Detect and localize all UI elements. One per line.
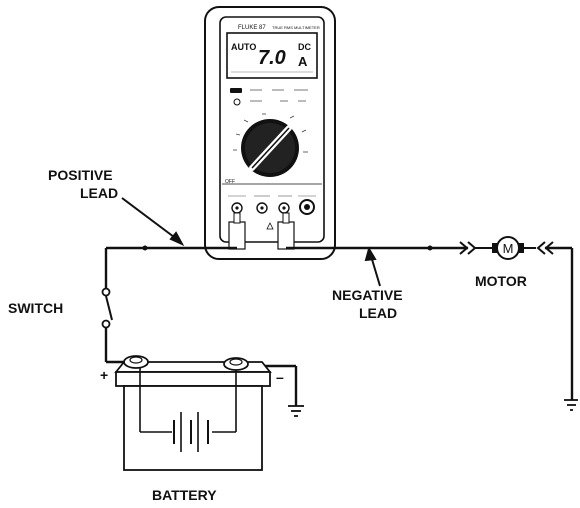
- battery-cells-icon: [173, 412, 209, 452]
- lcd-reading: 7.0: [258, 47, 286, 69]
- circuit-wires: [104, 246, 574, 406]
- negative-lead-label-line1: NEGATIVE: [332, 287, 403, 303]
- positive-terminal-sign: +: [100, 367, 108, 383]
- motor-icon: M: [492, 236, 524, 260]
- meter-button[interactable]: [230, 88, 242, 93]
- switch-label: SWITCH: [8, 300, 63, 316]
- ground-icon: [564, 399, 578, 411]
- rotary-dial-icon[interactable]: [241, 119, 299, 177]
- lcd-mode: AUTO: [231, 42, 256, 52]
- label-arrows: [121, 197, 381, 287]
- dial-off-mark: OFF: [225, 179, 235, 185]
- positive-lead-label-line1: POSITIVE: [48, 167, 113, 183]
- connector-icon: [459, 241, 572, 255]
- lcd-unit-top: DC: [298, 42, 311, 52]
- meter-subtitle: TRUE RMS MULTIMETER: [272, 25, 320, 30]
- lcd-unit: A: [298, 54, 308, 69]
- input-jacks: [228, 195, 316, 230]
- meter-probes: [228, 212, 295, 250]
- positive-lead-label-line2: LEAD: [80, 185, 118, 201]
- dial-markings: [233, 113, 308, 153]
- meter-brand: FLUKE 87: [238, 25, 266, 31]
- motor-symbol: M: [503, 241, 514, 256]
- multimeter: FLUKE 87 TRUE RMS MULTIMETER AUTO 7.0 DC…: [204, 6, 336, 260]
- ground-icon: [288, 405, 304, 417]
- negative-terminal-sign: –: [276, 369, 284, 385]
- switch-icon[interactable]: [101, 287, 113, 329]
- negative-lead-label-line2: LEAD: [359, 305, 397, 321]
- battery: [114, 355, 272, 471]
- motor-label: MOTOR: [475, 273, 527, 289]
- wire-joints: [142, 245, 433, 251]
- meter-button[interactable]: [233, 98, 241, 106]
- lcd-display: [226, 32, 318, 79]
- battery-label: BATTERY: [152, 487, 217, 503]
